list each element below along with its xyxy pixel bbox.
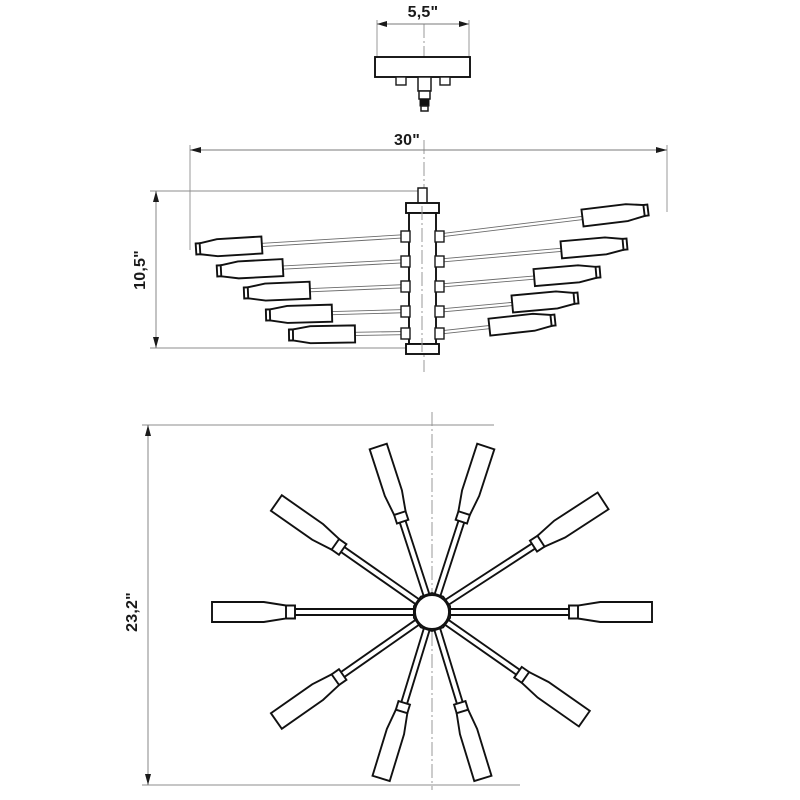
front-shade — [487, 312, 553, 337]
canopy-tab-right — [439, 76, 451, 86]
plan-rod — [432, 623, 465, 708]
plan-shade — [211, 601, 287, 623]
height-arrow-bottom — [153, 337, 159, 348]
plan-arms-layer — [211, 442, 653, 783]
plan-arm-nnw — [368, 442, 432, 601]
plan-shade — [368, 442, 407, 517]
canopy-stem-mid — [418, 90, 431, 100]
front-shade — [580, 203, 646, 228]
socket-right-3 — [434, 280, 445, 293]
plan-shade — [577, 601, 653, 623]
center-line-group — [423, 24, 433, 790]
front-shade — [291, 324, 357, 345]
column-top-stem — [417, 187, 428, 205]
plan-rod — [440, 540, 539, 609]
front-fl-3 — [242, 280, 410, 302]
canopy-arrow-left — [377, 21, 387, 27]
plan-arm-wnw — [269, 493, 424, 608]
plan-shade — [269, 493, 341, 551]
canopy-detail-view: 5,5" — [374, 4, 471, 112]
socket-left-4 — [400, 305, 411, 318]
front-shade — [246, 280, 312, 302]
plan-arm-ene — [440, 491, 610, 609]
canopy-plate — [374, 56, 471, 78]
plan-arm-e — [445, 601, 653, 623]
socket-right-5 — [434, 327, 445, 340]
front-fl-1 — [194, 233, 410, 258]
front-arms-layer — [194, 203, 650, 345]
front-fr-5 — [434, 312, 557, 337]
plan-shade — [371, 708, 409, 783]
socket-right-1 — [434, 230, 445, 243]
overall-height-label: 10,5" — [132, 250, 149, 290]
plan-rod — [291, 608, 419, 616]
front-fr-1 — [434, 203, 650, 239]
plan-shade — [455, 708, 493, 783]
plan-arm-sse — [432, 623, 493, 783]
plan-arm-wsw — [269, 616, 424, 731]
plan-shade — [520, 670, 592, 728]
plan-arm-nne — [432, 442, 496, 601]
socket-left-1 — [400, 230, 411, 243]
socket-left-3 — [400, 280, 411, 293]
plan-arm-w — [211, 601, 419, 623]
canopy-stem — [417, 76, 432, 92]
plan-shade — [457, 442, 496, 517]
front-fl-5 — [287, 324, 410, 345]
canopy-tab-left — [395, 76, 407, 86]
front-column-group — [400, 187, 445, 355]
front-shade — [198, 235, 264, 258]
plan-rod — [440, 616, 524, 678]
plan-shade — [269, 673, 341, 731]
plan-dimension-group: 23,2" — [124, 424, 520, 786]
width-arrow-left — [190, 147, 201, 153]
canopy-arrow-right — [459, 21, 469, 27]
plan-diameter-label: 23,2" — [124, 592, 141, 632]
plan-rod — [399, 623, 432, 708]
plan-hub-circle — [414, 594, 450, 630]
front-shade — [559, 236, 625, 260]
height-arrow-top — [153, 191, 159, 202]
plan-shade — [536, 491, 610, 548]
plan-arrow-bottom — [145, 774, 151, 785]
front-fl-2 — [215, 258, 410, 280]
overall-width-label: 30" — [394, 132, 420, 149]
canopy-width-label: 5,5" — [408, 4, 439, 21]
canopy-connector — [419, 98, 430, 107]
front-shade — [268, 303, 334, 324]
front-fr-2 — [434, 236, 629, 264]
plan-arm-ssw — [371, 623, 432, 783]
plan-arrow-top — [145, 425, 151, 436]
canopy-connector-tip — [420, 105, 429, 112]
front-dimension-group: 30" 10,5" — [132, 132, 668, 349]
front-shade — [532, 264, 598, 288]
socket-left-2 — [400, 255, 411, 268]
plan-rod — [337, 616, 424, 681]
socket-right-4 — [434, 305, 445, 318]
front-fl-4 — [264, 303, 410, 324]
socket-right-2 — [434, 255, 445, 268]
plan-rod — [445, 608, 573, 616]
plan-arm-ese — [440, 616, 592, 728]
width-arrow-right — [656, 147, 667, 153]
front-shade — [219, 258, 285, 280]
socket-left-5 — [400, 327, 411, 340]
front-fr-3 — [434, 264, 602, 289]
front-fr-4 — [434, 290, 580, 314]
front-shade — [510, 290, 576, 314]
plan-rod — [432, 516, 467, 601]
plan-hub-group — [414, 594, 450, 630]
